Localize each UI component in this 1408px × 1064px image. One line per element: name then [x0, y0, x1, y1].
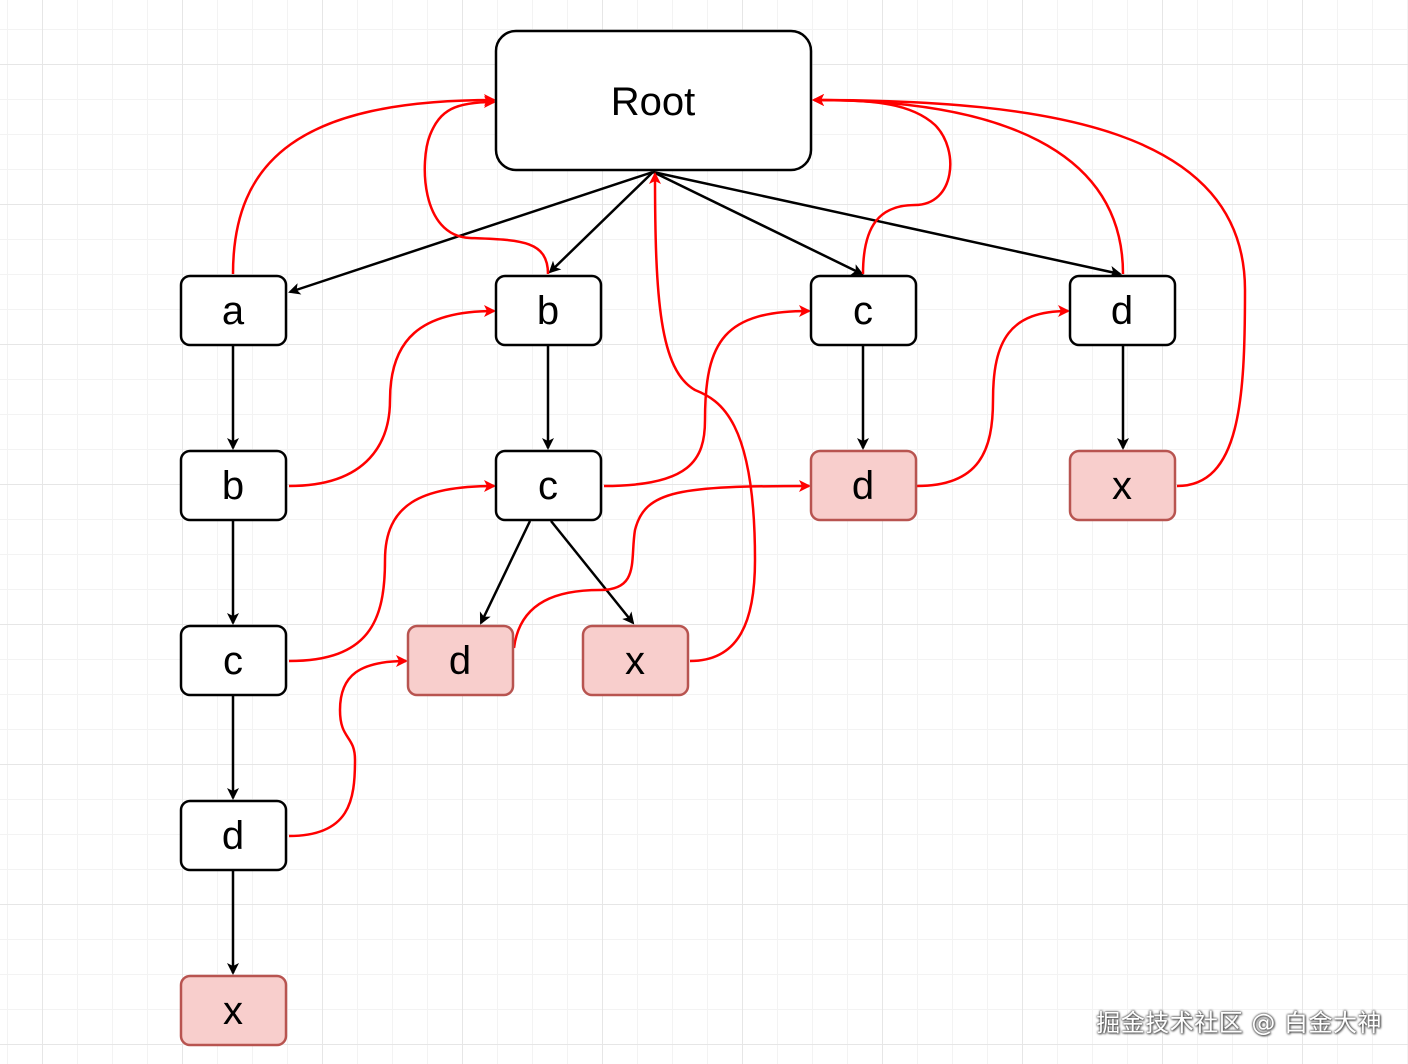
node-d[interactable]: d: [1068, 274, 1177, 347]
link-c1-c2: [288, 480, 496, 663]
node-a-b[interactable]: b: [179, 449, 288, 522]
link-a-root: [231, 94, 496, 275]
leaf-b-c-x-label: x: [625, 639, 645, 683]
leaf-b-c-x[interactable]: x: [581, 624, 690, 697]
edge-root-b: [548, 171, 654, 274]
leaf-a-b-c-d-x-label: x: [223, 989, 243, 1033]
leaf-b-c-d[interactable]: d: [406, 624, 515, 697]
node-a-b-c-label: c: [223, 639, 243, 683]
node-b-label: b: [537, 289, 559, 333]
edge-root-d: [652, 170, 1122, 278]
leaf-b-c-d-label: d: [449, 639, 471, 683]
link-x5-root: [812, 94, 1247, 488]
node-c-label: c: [853, 289, 873, 333]
link-d3-d4: [512, 480, 811, 649]
node-b-c-label: c: [538, 464, 558, 508]
leaf-a-b-c-d-x[interactable]: x: [179, 974, 288, 1047]
root-label: Root: [611, 80, 696, 124]
tree-edges: [227, 170, 1129, 975]
edge-c2-d3: [479, 520, 532, 625]
link-edges: [231, 94, 1247, 838]
link-c-root: [812, 94, 952, 275]
link-b-root: [423, 96, 550, 275]
leaf-c-d-label: d: [852, 464, 874, 508]
node-b[interactable]: b: [494, 274, 603, 347]
node-a-b-c-d[interactable]: d: [179, 799, 288, 872]
leaf-d-x[interactable]: x: [1068, 449, 1177, 522]
root-node[interactable]: Root: [494, 29, 813, 172]
node-a-b-c[interactable]: c: [179, 624, 288, 697]
node-c[interactable]: c: [809, 274, 918, 347]
node-a-b-label: b: [222, 464, 244, 508]
link-d4-d5: [916, 305, 1070, 488]
link-c2-c3: [603, 305, 811, 488]
node-b-c[interactable]: c: [494, 449, 603, 522]
link-x3-root: [649, 172, 757, 663]
leaf-c-d[interactable]: d: [809, 449, 918, 522]
node-a[interactable]: a: [179, 274, 288, 347]
link-d-root: [812, 94, 1125, 275]
leaf-d-x-label: x: [1112, 464, 1132, 508]
link-b1-b2: [288, 305, 496, 488]
watermark-text: 掘金技术社区 @ 白金大神: [1096, 1009, 1382, 1037]
edge-root-a: [288, 170, 654, 295]
edge-c2-x3: [550, 520, 635, 625]
link-d1-d3: [288, 655, 408, 838]
node-d-label: d: [1111, 289, 1133, 333]
node-a-b-c-d-label: d: [222, 814, 244, 858]
node-a-label: a: [222, 289, 245, 333]
edge-root-c: [652, 170, 864, 276]
